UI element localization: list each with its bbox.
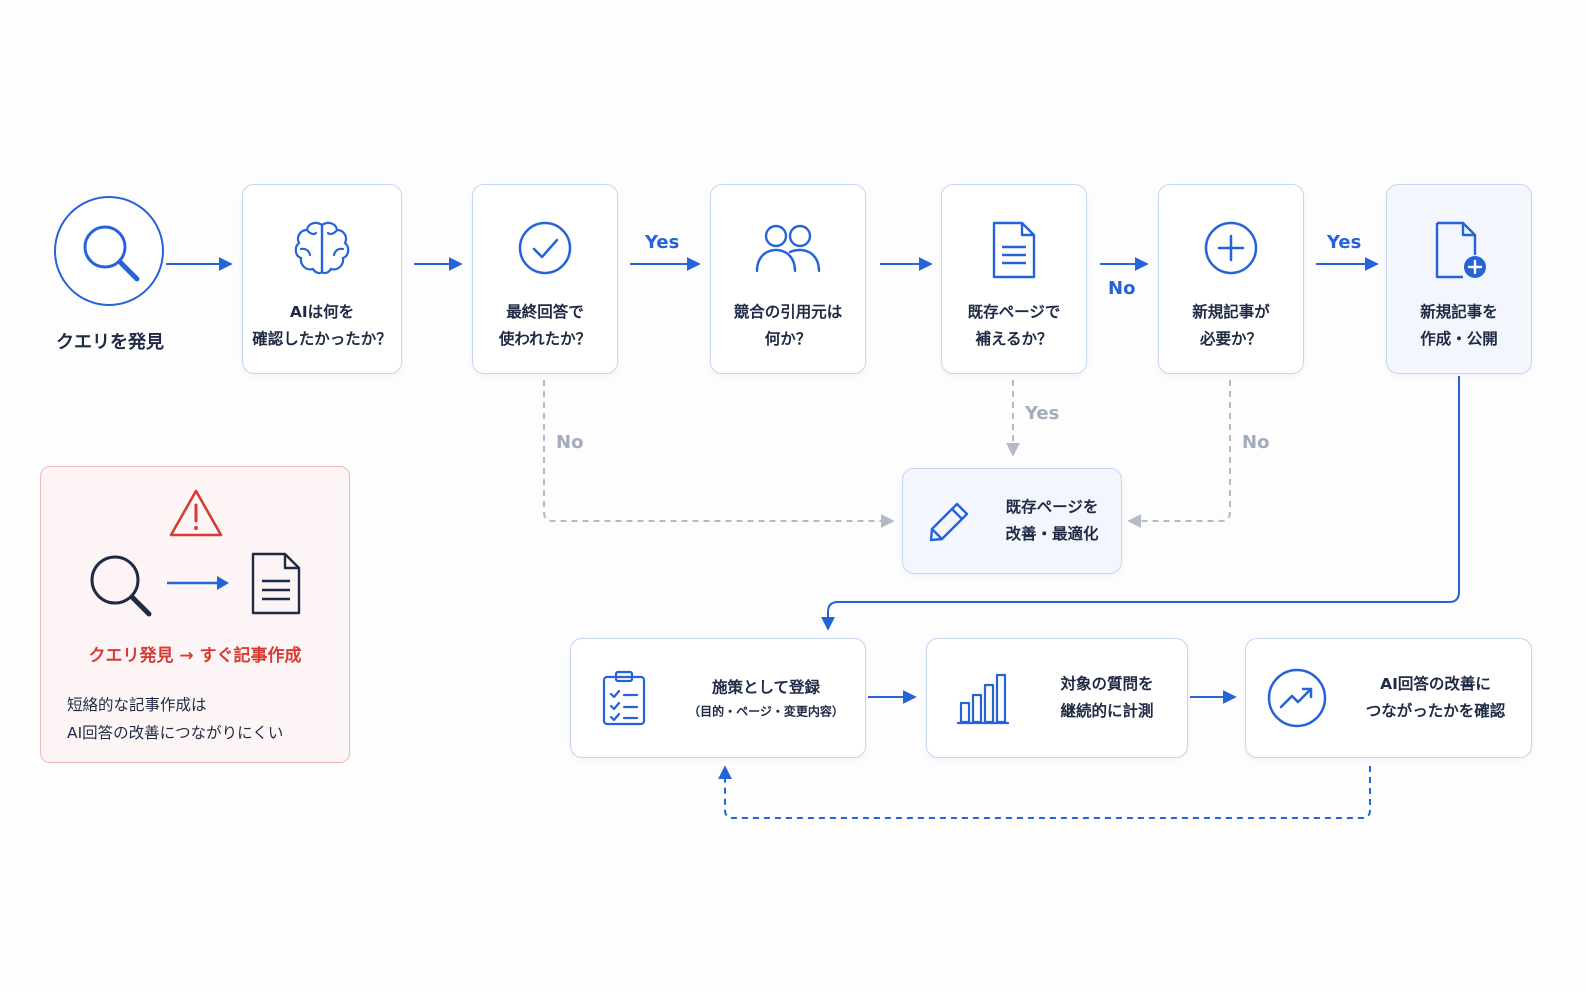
- label-no-used: No: [556, 432, 584, 453]
- improve-existing-box: 既存ページを 改善・最適化: [902, 468, 1122, 574]
- improve-text-line2: 改善・最適化: [1005, 525, 1099, 543]
- measure-text-line2: 継続的に計測: [1060, 702, 1154, 720]
- measure-box: 対象の質問を 継続的に計測: [926, 638, 1188, 758]
- arrow-loop-back: [718, 765, 1371, 819]
- step-new-article-needed: 新規記事が 必要か？: [1158, 184, 1304, 374]
- trend-up-icon: [1267, 668, 1327, 728]
- document-icon: [992, 221, 1036, 279]
- brain-icon: [294, 221, 350, 275]
- people-icon: [755, 224, 821, 273]
- search-icon: [83, 225, 140, 282]
- arrow-new-no-to-improve: [1127, 380, 1231, 528]
- warning-box: クエリ発見 → すぐ記事作成 短絡的な記事作成は AI回答の改善につながりにくい: [40, 466, 350, 763]
- measure-text-line1: 対象の質問を: [1060, 675, 1154, 693]
- register-measure-box: 施策として登録 （目的・ページ・変更内容）: [570, 638, 866, 758]
- confirm-box: AI回答の改善に つながったかを確認: [1245, 638, 1532, 758]
- improve-text-line1: 既存ページを: [1005, 498, 1099, 516]
- label-yes-used: Yes: [645, 232, 680, 253]
- document-icon: [251, 552, 301, 615]
- step-text-line2: 確認したかったか？: [252, 330, 392, 348]
- step-text-line2: 必要か？: [1199, 330, 1262, 348]
- step-text-line1: 最終回答で: [506, 303, 584, 321]
- register-subtext: （目的・ページ・変更内容）: [688, 704, 844, 719]
- arrow-right-icon: [167, 576, 229, 590]
- warning-title: クエリ発見 → すぐ記事作成: [88, 646, 302, 666]
- step-text-line1: 新規記事を: [1420, 303, 1498, 321]
- step-existing-page: 既存ページで 補えるか？: [941, 184, 1087, 374]
- pencil-icon: [929, 502, 969, 542]
- clipboard-checklist-icon: [602, 670, 646, 726]
- start-label: クエリを発見: [56, 332, 164, 353]
- plus-circle-icon: [1204, 221, 1258, 275]
- confirm-text-line1: AI回答の改善に: [1380, 675, 1491, 693]
- search-icon: [90, 555, 152, 617]
- bar-chart-icon: [957, 673, 1009, 725]
- warning-line2: AI回答の改善につながりにくい: [67, 724, 284, 742]
- step-create-publish: 新規記事を 作成・公開: [1386, 184, 1532, 374]
- warning-line1: 短絡的な記事作成は: [67, 696, 207, 714]
- step-ai-intent: AIは何を 確認したかったか？: [242, 184, 402, 374]
- step-text-line1: 新規記事が: [1192, 303, 1270, 321]
- start-node: [54, 196, 164, 306]
- step-text-line2: 使われたか？: [498, 330, 592, 348]
- confirm-text-line2: つながったかを確認: [1365, 702, 1506, 720]
- step-text-line2: 何か？: [764, 330, 812, 348]
- label-no-new: No: [1242, 432, 1270, 453]
- label-yes-existing: Yes: [1025, 403, 1060, 424]
- step-text-line2: 補えるか？: [975, 330, 1053, 348]
- step-text-line1: 競合の引用元は: [733, 303, 843, 321]
- step-used-in-answer: 最終回答で 使われたか？: [472, 184, 618, 374]
- check-circle-icon: [518, 221, 572, 275]
- warning-triangle-icon: [169, 489, 223, 537]
- register-text: 施策として登録: [711, 678, 821, 697]
- arrow-used-no-to-improve: [543, 380, 895, 528]
- label-yes-new: Yes: [1327, 232, 1362, 253]
- step-text-line2: 作成・公開: [1420, 330, 1498, 348]
- arrow-publish-to-register: [821, 376, 1460, 631]
- step-competitor-sources: 競合の引用元は 何か？: [710, 184, 866, 374]
- step-text-line1: 既存ページで: [967, 303, 1061, 321]
- step-text-line1: AIは何を: [289, 303, 355, 321]
- label-no-existing: No: [1108, 278, 1136, 299]
- document-plus-icon: [1435, 221, 1486, 279]
